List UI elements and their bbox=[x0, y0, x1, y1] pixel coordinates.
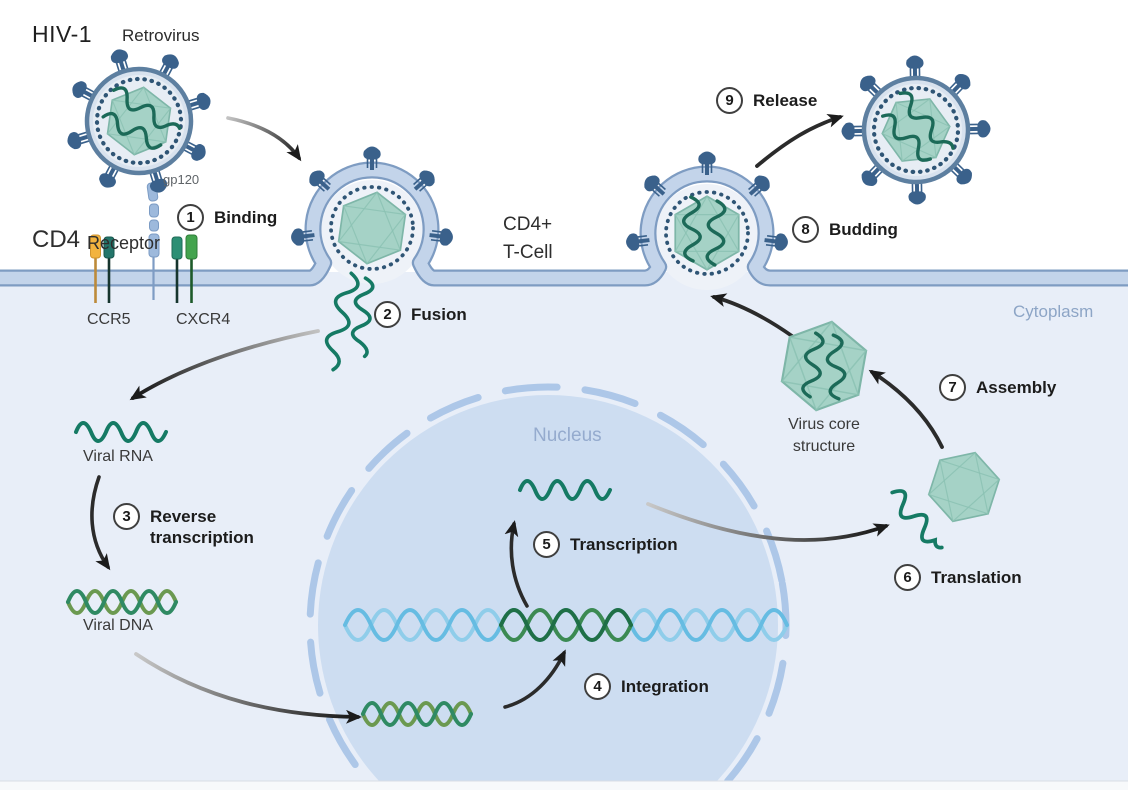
step-number-9: 9 bbox=[716, 87, 743, 114]
step-number-7: 7 bbox=[939, 374, 966, 401]
nucleus bbox=[306, 383, 790, 790]
step-transcription: 5 Transcription bbox=[533, 531, 678, 558]
arrow-transcription bbox=[504, 520, 529, 608]
virus-core-structure bbox=[776, 314, 872, 418]
budding-virion bbox=[624, 150, 790, 276]
step-number-1: 1 bbox=[177, 204, 204, 231]
virus-core-line2: structure bbox=[792, 437, 856, 455]
step-label-assembly: Assembly bbox=[976, 378, 1057, 397]
arrow-reverse-transcription bbox=[90, 475, 111, 571]
step-number-2: 2 bbox=[374, 301, 401, 328]
cd4-label: CD4 bbox=[32, 226, 81, 253]
step-number-4: 4 bbox=[584, 673, 611, 700]
flow-arrows bbox=[90, 114, 944, 724]
step-label-integration: Integration bbox=[621, 677, 709, 696]
step-label-translation: Translation bbox=[931, 568, 1022, 587]
cd4-tcell-line1: CD4+ bbox=[503, 214, 553, 235]
canvas-footer-strip bbox=[0, 780, 1128, 790]
ccr5-label: CCR5 bbox=[87, 311, 131, 328]
cxcr4-receptor bbox=[171, 234, 198, 303]
step-reverse-transcription: 3 Reverse transcription bbox=[113, 503, 268, 549]
arrow-fusion-to-rna bbox=[129, 329, 320, 401]
step-integration: 4 Integration bbox=[584, 673, 709, 700]
viral-dna-nucleus bbox=[361, 701, 473, 727]
step-budding: 8 Budding bbox=[792, 216, 898, 243]
integrated-viral-dna bbox=[499, 608, 633, 642]
nucleus-label: Nucleus bbox=[533, 425, 602, 446]
arrow-integration bbox=[503, 649, 566, 709]
step-label-binding: Binding bbox=[214, 208, 278, 227]
step-number-8: 8 bbox=[792, 216, 819, 243]
viral-rna-strand bbox=[74, 421, 168, 443]
step-label-reverse-transcription: Reverse transcription bbox=[150, 507, 254, 548]
step-release: 9 Release bbox=[716, 87, 817, 114]
cytoplasm-label: Cytoplasm bbox=[1013, 302, 1094, 321]
fusing-virion bbox=[289, 145, 455, 372]
arrow-entry bbox=[226, 116, 302, 162]
viral-dna-helix bbox=[66, 589, 178, 615]
step-label-fusion: Fusion bbox=[411, 305, 467, 324]
gp120-label: gp120 bbox=[163, 172, 200, 187]
step-number-3: 3 bbox=[113, 503, 140, 530]
cd4-tcell-line2: T-Cell bbox=[503, 241, 553, 263]
arrow-to-budding bbox=[710, 293, 794, 338]
virus-core-label: Virus core structure bbox=[772, 414, 876, 457]
arrow-release bbox=[755, 114, 844, 168]
arrow-assembly bbox=[868, 369, 944, 449]
cxcr4-label: CXCR4 bbox=[176, 311, 231, 328]
step-label-budding: Budding bbox=[829, 220, 898, 239]
cd4-tcell-label: CD4+ T-Cell bbox=[503, 211, 553, 266]
released-virion bbox=[820, 34, 1013, 227]
translation-rna bbox=[890, 489, 944, 550]
ccr5-receptor bbox=[90, 234, 115, 303]
title-hiv1: HIV-1 bbox=[32, 21, 93, 47]
step-binding: 1 Binding bbox=[177, 204, 277, 231]
step-number-6: 6 bbox=[894, 564, 921, 591]
step-label-transcription: Transcription bbox=[570, 535, 678, 554]
step-assembly: 7 Assembly bbox=[939, 374, 1056, 401]
plasma-membrane bbox=[0, 161, 1128, 287]
fusion-rna-strands bbox=[324, 271, 375, 372]
step-number-5: 5 bbox=[533, 531, 560, 558]
step-translation: 6 Translation bbox=[894, 564, 1022, 591]
viral-dna-label: Viral DNA bbox=[83, 617, 153, 634]
virus-core-line1: Virus core bbox=[788, 416, 860, 433]
mrna-strand bbox=[518, 479, 612, 501]
arrow-dna-to-nucleus bbox=[134, 652, 362, 724]
step-label-release: Release bbox=[753, 91, 818, 110]
arrow-translation bbox=[646, 502, 890, 542]
host-dna-helix bbox=[343, 608, 789, 642]
viral-rna-label: Viral RNA bbox=[83, 448, 153, 465]
receptor-label: Receptor bbox=[87, 233, 161, 253]
step-fusion: 2 Fusion bbox=[374, 301, 467, 328]
subtitle-retrovirus: Retrovirus bbox=[122, 26, 200, 45]
